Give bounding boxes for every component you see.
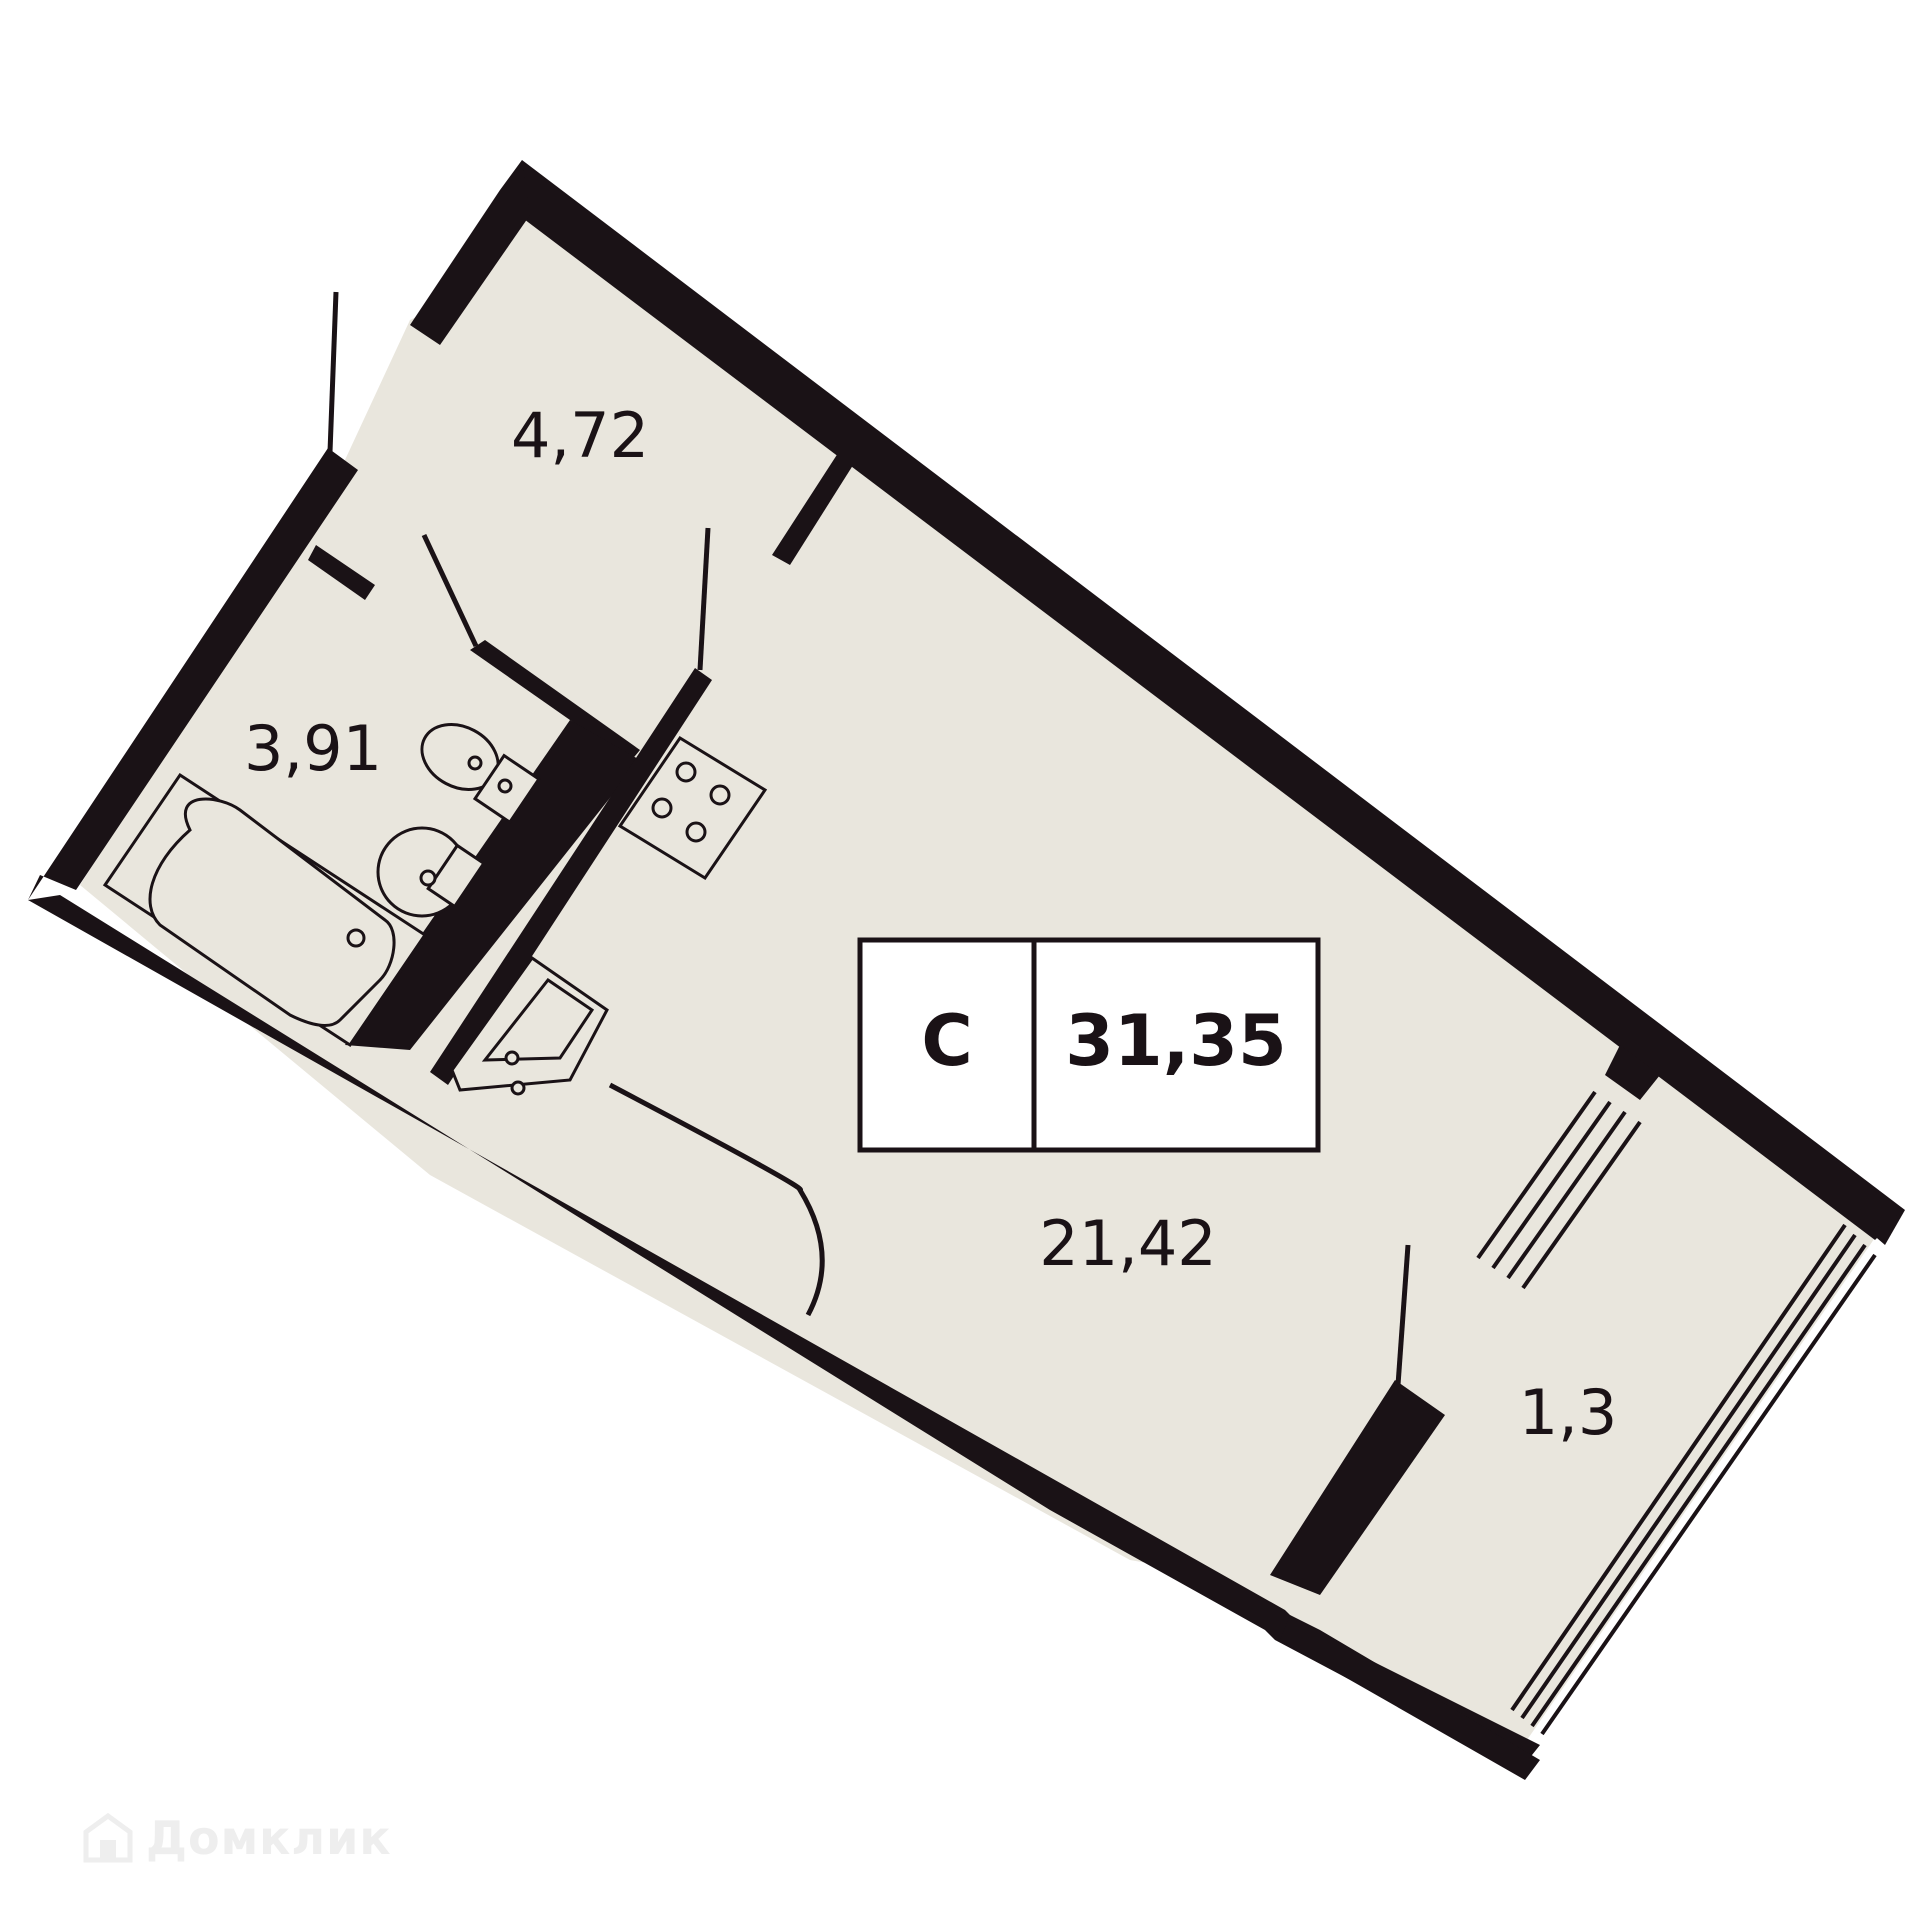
bathtub-icon: [102, 772, 428, 1048]
summary-box: С 31,35: [857, 937, 1321, 1153]
kitchen-wall: [430, 668, 712, 1085]
apartment-type-label: С: [921, 1000, 972, 1082]
kitchen-arc: [608, 1082, 825, 1317]
top-left-wall-upper: [410, 160, 530, 345]
bottom-wall: [28, 895, 1540, 1770]
bathroom-area-label: 3,91: [244, 712, 382, 785]
left-wall: [28, 448, 358, 900]
toilet-icon: [420, 723, 541, 825]
walls: [28, 160, 1905, 1780]
hall-partition: [772, 450, 855, 565]
total-area-label: 31,35: [1065, 1000, 1286, 1082]
bathroom-wall: [345, 720, 640, 1050]
balcony-partition-top: [1605, 1045, 1660, 1100]
living-area-label: 21,42: [1039, 1207, 1217, 1280]
balcony-right-wall: [1870, 1210, 1905, 1245]
fixtures: [102, 723, 768, 1096]
balcony-partition-bottom: [1270, 1380, 1445, 1595]
bathroom-door-leaf-right: [697, 527, 711, 671]
bathroom-door-leaf-left: [421, 533, 479, 648]
stove-icon: [617, 735, 768, 881]
watermark: Домклик: [82, 1808, 392, 1868]
balcony-door-leaf: [1395, 1244, 1411, 1386]
house-logo-icon: [83, 1812, 133, 1863]
door-swings: [327, 291, 1411, 1386]
bottom-right-wall: [1280, 1615, 1540, 1780]
balcony-area-label: 1,3: [1519, 1376, 1618, 1449]
kitchen-sink-icon: [450, 955, 609, 1096]
entry-door-leaf: [327, 291, 339, 453]
watermark-text: Домклик: [146, 1811, 392, 1865]
top-wall: [512, 160, 1905, 1240]
balcony-glazing: [1476, 1090, 1877, 1736]
hall-area-label: 4,72: [511, 399, 649, 472]
sink-icon: [376, 826, 486, 918]
left-entry-stub: [308, 545, 375, 600]
bathroom-partition-top: [470, 640, 640, 762]
